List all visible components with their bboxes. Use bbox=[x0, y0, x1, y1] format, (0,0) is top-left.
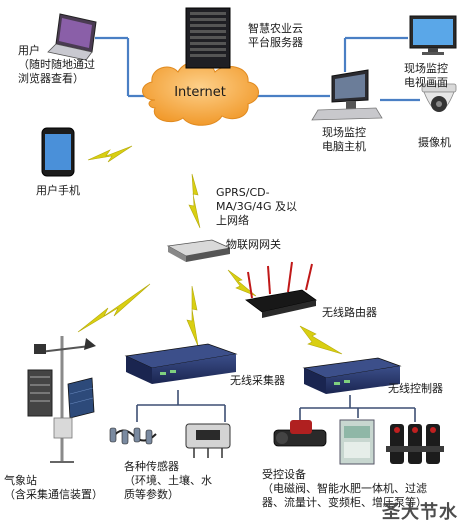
controller-label: 无线控制器 bbox=[388, 382, 443, 395]
controller-device-icon bbox=[302, 357, 402, 394]
internet-label: Internet bbox=[174, 85, 226, 100]
desktop-computer-icon bbox=[311, 69, 383, 121]
monitor-host-label: 现场监控 电脑主机 bbox=[322, 126, 366, 153]
smartphone-icon bbox=[41, 127, 75, 177]
wireless-router-icon bbox=[245, 261, 317, 318]
fertigation-machine-icon bbox=[339, 419, 375, 465]
sensors-label: 各种传感器 （环境、土壤、水 质等参数） bbox=[124, 460, 212, 501]
network-label: GPRS/CD- MA/3G/4G 及以 上网络 bbox=[216, 186, 297, 227]
device-wires bbox=[136, 390, 416, 422]
dome-camera-icon bbox=[421, 83, 457, 112]
monitor-screen-label: 现场监控 电视画面 bbox=[404, 62, 448, 89]
router-label: 无线路由器 bbox=[322, 306, 377, 319]
bolt-controller-icon bbox=[299, 325, 343, 355]
wireless-links bbox=[77, 145, 343, 355]
laptop-icon bbox=[47, 13, 97, 61]
filter-icon bbox=[386, 424, 444, 464]
tv-monitor-icon bbox=[409, 15, 457, 55]
gateway-label: 物联网网关 bbox=[226, 238, 281, 251]
bolt-network-icon bbox=[188, 173, 201, 229]
actuators-label: 受控设备 （电磁阀、智能水肥一体机、过滤 器、流量计、变频柜、增压泵等） bbox=[262, 468, 427, 509]
server-rack-icon bbox=[185, 7, 231, 69]
internet-cloud bbox=[142, 61, 259, 126]
collector-label: 无线采集器 bbox=[230, 374, 285, 387]
watermark: 圣大节水 bbox=[382, 502, 458, 523]
weather-station-label: 气象站 （含采集通信装置） bbox=[4, 474, 103, 501]
bolt-router-icon bbox=[227, 269, 257, 297]
bolt-weather-icon bbox=[77, 283, 151, 333]
phone-label: 用户手机 bbox=[36, 184, 80, 197]
sensors-icon bbox=[109, 423, 231, 458]
gateway-device-icon bbox=[166, 239, 232, 262]
valve-icon bbox=[273, 420, 327, 447]
collector-device-icon bbox=[124, 343, 238, 384]
server-label: 智慧农业云 平台服务器 bbox=[248, 22, 303, 49]
bolt-collector-icon bbox=[186, 285, 199, 347]
weather-station-icon bbox=[27, 336, 96, 463]
bolt-phone-icon bbox=[87, 145, 133, 163]
camera-label: 摄像机 bbox=[418, 136, 451, 149]
user-laptop-label: 用户 （随时随地通过 浏览器查看） bbox=[18, 44, 95, 85]
